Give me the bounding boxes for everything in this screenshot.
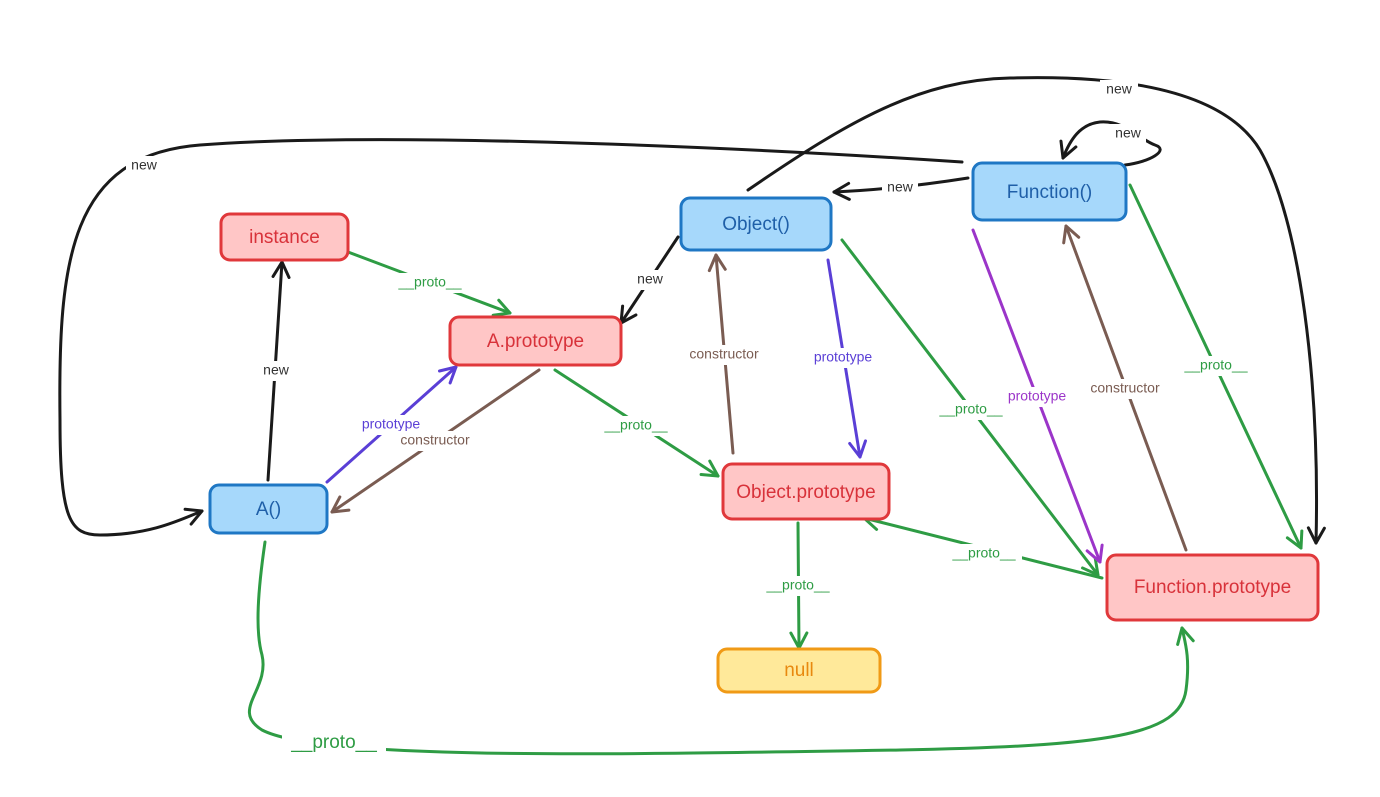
node-null[interactable]: null [716, 647, 882, 694]
label-prototype-a: prototype [362, 416, 421, 432]
node-a-function-label: A() [256, 499, 281, 520]
node-object-function[interactable]: Object() [679, 196, 833, 252]
label-new-object-to-function-prototype: new [1106, 81, 1133, 97]
label-proto-function-prototype: __proto__ [951, 545, 1015, 561]
node-a-prototype-label: A.prototype [487, 331, 584, 352]
node-object-function-label: Object() [722, 214, 790, 235]
node-function-prototype[interactable]: Function.prototype [1105, 553, 1320, 622]
label-constructor-function-prototype: constructor [1090, 380, 1160, 396]
label-constructor-a-prototype: constructor [400, 432, 470, 448]
label-proto-a: __proto__ [290, 732, 377, 753]
node-a-function[interactable]: A() [208, 483, 329, 535]
label-proto-a-prototype: __proto__ [603, 417, 667, 433]
label-new-function-to-a: new [131, 157, 158, 173]
label-proto-object: __proto__ [938, 401, 1002, 417]
edge-a-proto-function-prototype [247, 540, 1195, 756]
node-a-prototype[interactable]: A.prototype [448, 315, 623, 367]
node-object-prototype-label: Object.prototype [736, 482, 875, 503]
label-new-function-self: new [1115, 125, 1142, 141]
label-proto-object-prototype: __proto__ [765, 577, 829, 593]
node-instance[interactable]: instance [219, 212, 350, 262]
node-object-prototype[interactable]: Object.prototype [721, 462, 891, 521]
node-function-function-label: Function() [1007, 182, 1093, 203]
label-proto-instance: __proto__ [397, 274, 461, 290]
edge-function-new-a [58, 138, 964, 537]
node-null-label: null [784, 660, 814, 681]
node-instance-label: instance [249, 227, 320, 248]
label-new-function-to-object: new [887, 179, 914, 195]
node-function-function[interactable]: Function() [971, 161, 1128, 222]
label-proto-function: __proto__ [1183, 357, 1247, 373]
node-function-prototype-label: Function.prototype [1134, 577, 1291, 598]
edge-object-new-function-prototype [746, 76, 1326, 545]
label-constructor-object-prototype: constructor [689, 346, 759, 362]
label-prototype-function: prototype [1008, 388, 1067, 404]
label-new-a-to-instance: new [263, 362, 290, 378]
label-new-object-to-a-prototype: new [637, 271, 664, 287]
label-prototype-object: prototype [814, 349, 873, 365]
